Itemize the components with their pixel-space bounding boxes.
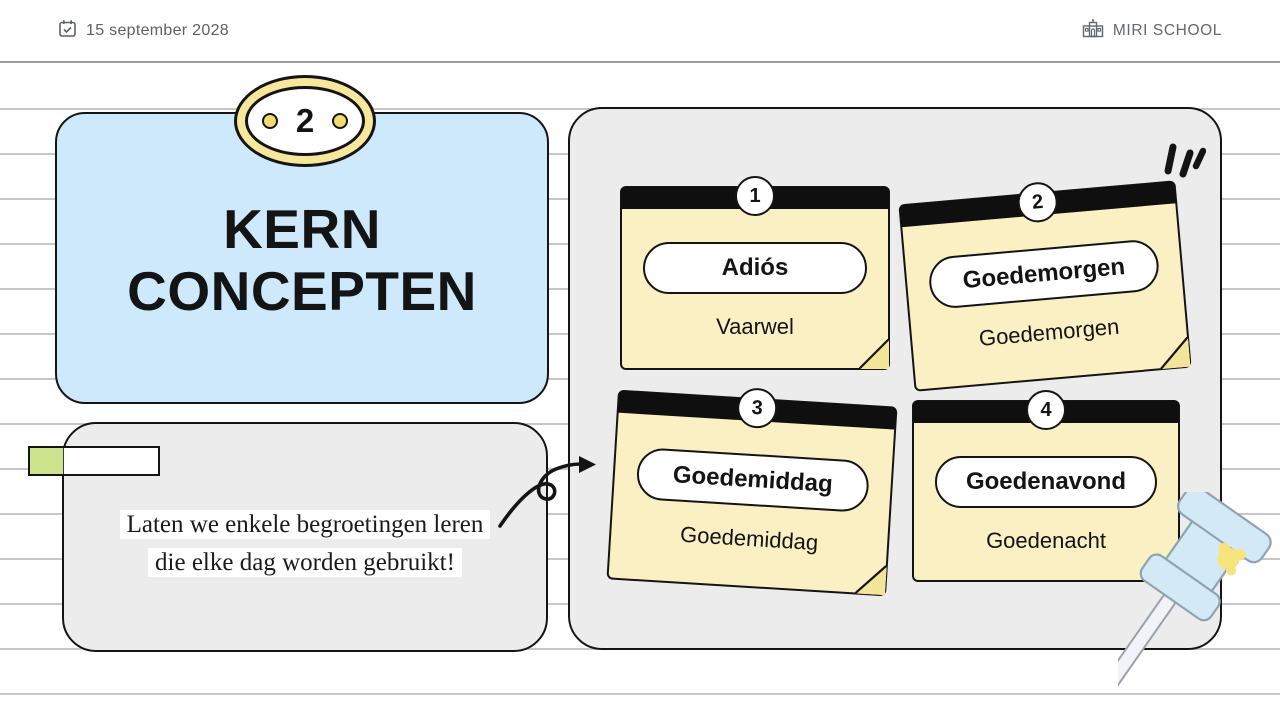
school-group: MIRI SCHOOL bbox=[1082, 18, 1222, 43]
term-pill: Adiós bbox=[643, 242, 867, 294]
slide-number-text: 2 bbox=[295, 102, 315, 139]
folded-corner bbox=[1158, 336, 1191, 370]
curly-arrow-icon bbox=[495, 448, 601, 530]
sticky-note-4: 4 Goedenavond Goedenacht bbox=[912, 390, 1180, 582]
date-group: 15 september 2028 bbox=[58, 19, 229, 43]
badge-dot-right bbox=[332, 113, 348, 129]
sticky-note-2: 2 Goedemorgen Goedemorgen bbox=[898, 180, 1192, 392]
calendar-check-icon bbox=[58, 19, 77, 43]
color-tag bbox=[28, 446, 160, 476]
sticky-note-3: 3 Goedemiddag Goedemiddag bbox=[606, 386, 898, 597]
term-pill: Goedenavond bbox=[935, 456, 1157, 508]
badge-dot-left bbox=[262, 113, 278, 129]
intro-line-1: Laten we enkele begroetingen leren bbox=[119, 510, 491, 539]
folded-corner bbox=[854, 564, 888, 596]
header-bar: 15 september 2028 MIRI SCHOOL bbox=[0, 0, 1280, 63]
school-name: MIRI SCHOOL bbox=[1112, 21, 1222, 39]
sparkle-accent-icon bbox=[1158, 134, 1207, 178]
term-pill: Goedemorgen bbox=[927, 238, 1161, 310]
translation-text: Goedenacht bbox=[986, 528, 1106, 553]
translation-text: Goedemiddag bbox=[679, 521, 819, 556]
color-tag-green-swatch bbox=[30, 448, 64, 474]
translation-text: Goedemorgen bbox=[977, 313, 1121, 351]
note-number-badge: 4 bbox=[1026, 390, 1066, 430]
intro-text: Laten we enkele begroetingen leren die e… bbox=[64, 506, 546, 582]
folded-corner bbox=[858, 338, 890, 370]
school-building-icon bbox=[1082, 18, 1104, 43]
title-line-1: KERN bbox=[223, 198, 381, 260]
title-card: KERN CONCEPTEN bbox=[55, 112, 549, 404]
page-title: KERN CONCEPTEN bbox=[57, 198, 547, 322]
pushpin-icon bbox=[1104, 485, 1278, 720]
title-line-2: CONCEPTEN bbox=[127, 259, 477, 322]
sticky-note-1: 1 Adiós Vaarwel bbox=[620, 176, 890, 370]
slide-number: 2 bbox=[245, 86, 365, 156]
translation-text: Vaarwel bbox=[716, 314, 794, 339]
intro-line-2: die elke dag worden gebruikt! bbox=[148, 548, 462, 577]
note-number-badge: 1 bbox=[735, 176, 775, 216]
slide-number-badge: 2 bbox=[234, 75, 376, 167]
term-pill: Goedemiddag bbox=[635, 446, 871, 514]
date-text: 15 september 2028 bbox=[86, 21, 229, 39]
